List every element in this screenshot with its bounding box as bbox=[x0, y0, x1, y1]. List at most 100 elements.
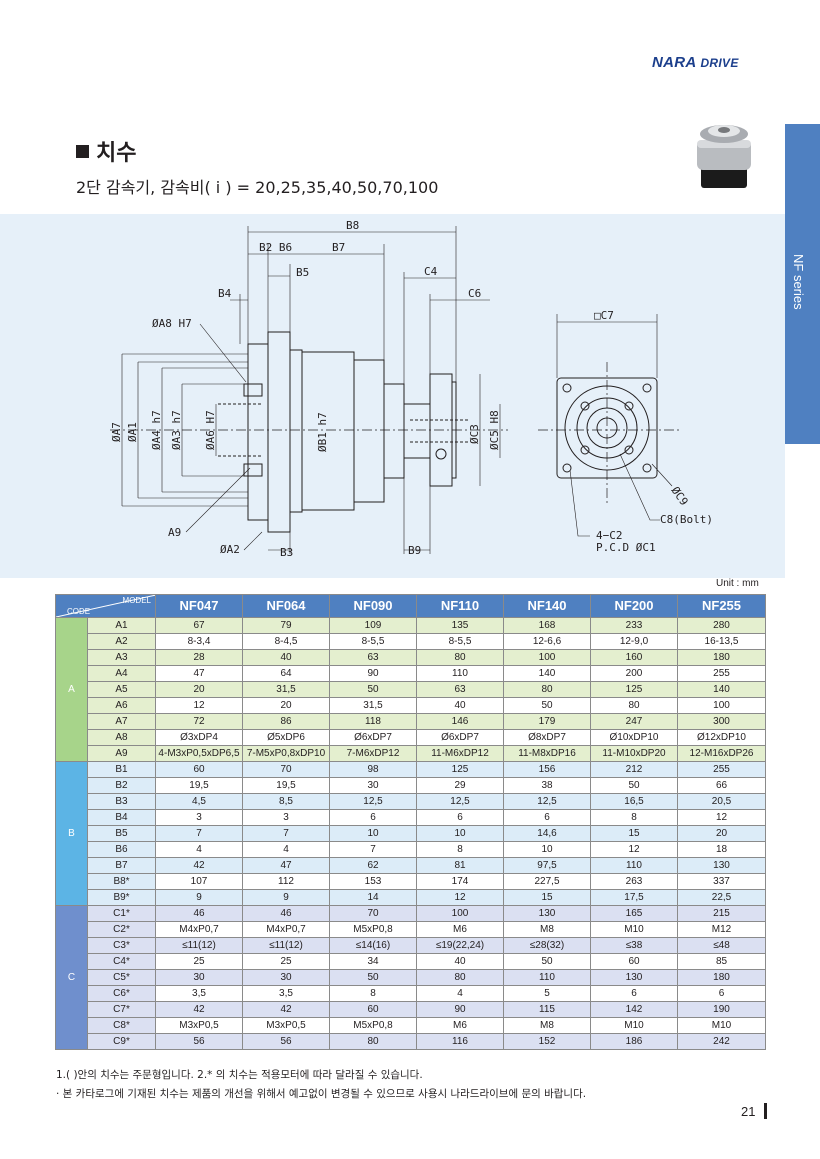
row-code: A6 bbox=[87, 697, 156, 714]
label-a9: A9 bbox=[168, 526, 181, 539]
row-code: A1 bbox=[87, 617, 156, 634]
table-cell: 300 bbox=[677, 713, 766, 730]
table-cell: 233 bbox=[590, 617, 678, 634]
table-cell: 130 bbox=[677, 857, 766, 874]
table-cell: 3,5 bbox=[155, 985, 243, 1002]
footnote: · 본 카타로그에 기재된 치수는 제품의 개선을 위해서 예고없이 변경될 수… bbox=[56, 1088, 587, 1100]
brand-logo: NARA DRIVE bbox=[652, 54, 739, 71]
brand-name-1: NARA bbox=[652, 54, 696, 71]
table-cell: M10 bbox=[590, 921, 678, 938]
table-cell: 40 bbox=[416, 953, 504, 970]
corner-divider bbox=[56, 595, 155, 617]
row-code: C9* bbox=[87, 1033, 156, 1050]
table-cell: Ø12xDP10 bbox=[677, 729, 766, 746]
dimension-table: MODEL CODE NF047 NF064 NF090 NF110 NF140… bbox=[55, 594, 766, 1050]
table-cell: 31,5 bbox=[242, 681, 330, 698]
table-cell: 8-3,4 bbox=[155, 633, 243, 650]
table-cell: 146 bbox=[416, 713, 504, 730]
table-cell: 11-M8xDP16 bbox=[503, 745, 591, 762]
table-cell: 190 bbox=[677, 1001, 766, 1018]
table-cell: 50 bbox=[590, 777, 678, 794]
page-number-bar bbox=[764, 1103, 767, 1119]
table-cell: 70 bbox=[329, 905, 417, 922]
table-cell: 50 bbox=[329, 969, 417, 986]
table-cell: 7 bbox=[155, 825, 243, 842]
table-cell: 242 bbox=[677, 1033, 766, 1050]
row-code: C2* bbox=[87, 921, 156, 938]
table-cell: 15 bbox=[590, 825, 678, 842]
table-cell: ≤11(12) bbox=[155, 937, 243, 954]
table-cell: 130 bbox=[590, 969, 678, 986]
table-cell: 50 bbox=[503, 697, 591, 714]
table-cell: 25 bbox=[242, 953, 330, 970]
table-cell: 8 bbox=[329, 985, 417, 1002]
table-cell: 110 bbox=[590, 857, 678, 874]
label-b7: B7 bbox=[332, 241, 345, 254]
table-cell: 11-M6xDP12 bbox=[416, 745, 504, 762]
table-cell: 16,5 bbox=[590, 793, 678, 810]
table-cell: 160 bbox=[590, 649, 678, 666]
table-cell: 25 bbox=[155, 953, 243, 970]
table-cell: 29 bbox=[416, 777, 504, 794]
row-code: B9* bbox=[87, 889, 156, 906]
table-cell: 12-M16xDP26 bbox=[677, 745, 766, 762]
table-cell: 16-13,5 bbox=[677, 633, 766, 650]
table-cell: 80 bbox=[416, 969, 504, 986]
table-cell: 90 bbox=[329, 665, 417, 682]
table-cell: M3xP0,5 bbox=[242, 1017, 330, 1034]
table-cell: 3,5 bbox=[242, 985, 330, 1002]
table-cell: 19,5 bbox=[155, 777, 243, 794]
table-cell: 152 bbox=[503, 1033, 591, 1050]
table-cell: 5 bbox=[503, 985, 591, 1002]
table-cell: 67 bbox=[155, 617, 243, 634]
table-cell: 215 bbox=[677, 905, 766, 922]
table-cell: 14 bbox=[329, 889, 417, 906]
table-cell: 7-M6xDP12 bbox=[329, 745, 417, 762]
table-cell: 20 bbox=[677, 825, 766, 842]
table-cell: 30 bbox=[155, 969, 243, 986]
label-a7: ØA7 bbox=[110, 422, 123, 442]
row-code: C7* bbox=[87, 1001, 156, 1018]
table-cell: 98 bbox=[329, 761, 417, 778]
footnotes: 1.( )안의 치수는 주문형입니다. 2.* 의 치수는 적용모터에 따라 달… bbox=[56, 1066, 586, 1104]
table-cell: ≤11(12) bbox=[242, 937, 330, 954]
table-cell: 156 bbox=[503, 761, 591, 778]
table-cell: 14,6 bbox=[503, 825, 591, 842]
row-code: A9 bbox=[87, 745, 156, 762]
label-a1: ØA1 bbox=[126, 422, 139, 442]
label-a3: ØA3 h7 bbox=[170, 410, 183, 450]
row-code: A8 bbox=[87, 729, 156, 746]
table-cell: 46 bbox=[242, 905, 330, 922]
table-cell: 60 bbox=[590, 953, 678, 970]
table-cell: 255 bbox=[677, 665, 766, 682]
table-cell: Ø6xDP7 bbox=[329, 729, 417, 746]
table-cell: 3 bbox=[155, 809, 243, 826]
table-cell: ≤38 bbox=[590, 937, 678, 954]
table-cell: 80 bbox=[329, 1033, 417, 1050]
header-corner: MODEL CODE bbox=[55, 594, 156, 618]
table-cell: 10 bbox=[329, 825, 417, 842]
row-code: B7 bbox=[87, 857, 156, 874]
row-code: C6* bbox=[87, 985, 156, 1002]
table-cell: 4 bbox=[416, 985, 504, 1002]
table-cell: 80 bbox=[590, 697, 678, 714]
table-cell: 17,5 bbox=[590, 889, 678, 906]
unit-label: Unit : mm bbox=[716, 578, 759, 589]
table-cell: Ø3xDP4 bbox=[155, 729, 243, 746]
label-a4: ØA4 h7 bbox=[150, 410, 163, 450]
table-cell: 42 bbox=[242, 1001, 330, 1018]
table-cell: 11-M10xDP20 bbox=[590, 745, 678, 762]
table-cell: Ø6xDP7 bbox=[416, 729, 504, 746]
label-b5: B5 bbox=[296, 266, 309, 279]
table-cell: 8-5,5 bbox=[329, 633, 417, 650]
